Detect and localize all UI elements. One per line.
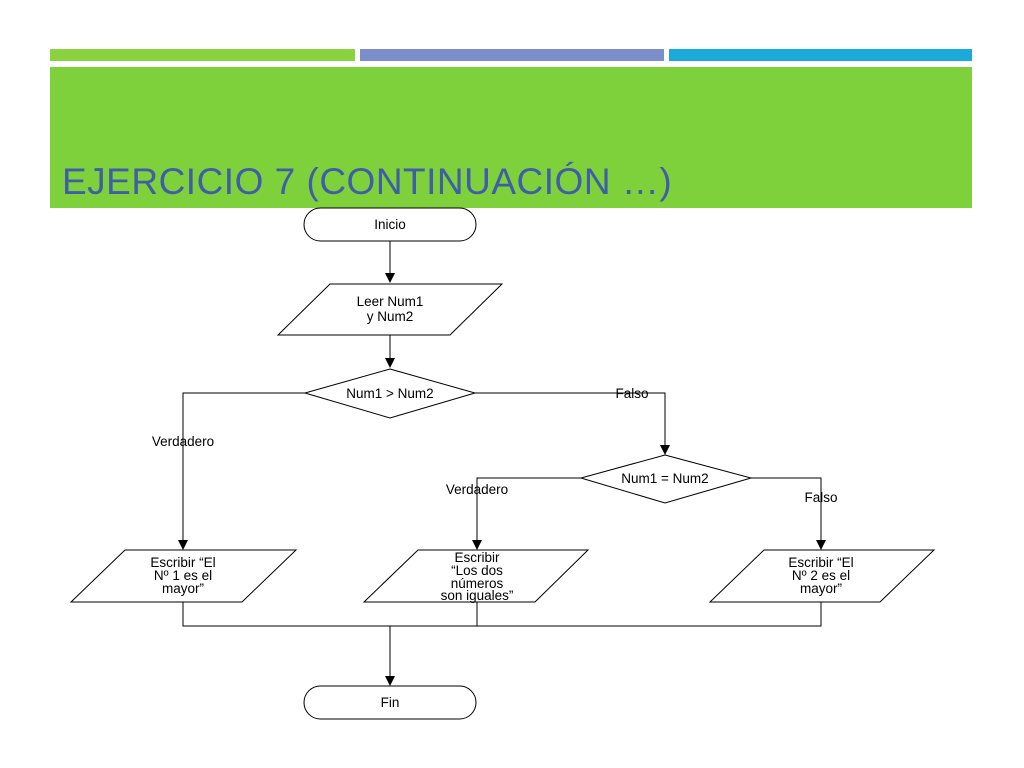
decision-2: Num1 = Num2 <box>579 454 753 504</box>
accent-stripe-green <box>50 49 355 61</box>
end-label: Fin <box>381 695 400 710</box>
accent-stripe-cyan <box>669 49 972 61</box>
output-equal: Escribir “Los dos números son iguales” <box>362 549 590 603</box>
output-num2-line-1: Escribir “El <box>788 555 853 570</box>
d2-true-label: Verdadero <box>446 482 508 497</box>
output-num1-line-3: mayor” <box>162 581 204 596</box>
connector-d2-false <box>751 477 826 550</box>
d1-false-label: Falso <box>615 386 648 401</box>
start-terminal-shape <box>303 207 477 242</box>
start-label: Inicio <box>374 217 406 232</box>
title-band <box>50 67 972 208</box>
output-num2-line-3: mayor” <box>800 581 842 596</box>
decision-1-label: Num1 > Num2 <box>346 386 433 401</box>
output-num2-greater: Escribir “El Nº 2 es el mayor” <box>708 549 936 603</box>
connector-d1-false <box>475 392 670 455</box>
accent-stripe-blue <box>360 49 664 61</box>
connector-out-equal-down <box>390 602 478 627</box>
d1-true-label: Verdadero <box>152 434 214 449</box>
decision-1-shape <box>303 368 477 419</box>
read-label-line-1: Leer Num1 <box>357 294 424 309</box>
output-num2-shape <box>708 549 936 603</box>
decision-1: Num1 > Num2 <box>303 368 477 419</box>
connectors <box>178 241 826 686</box>
decision-2-label: Num1 = Num2 <box>621 471 708 486</box>
connector-out-1-down <box>182 602 390 627</box>
start-terminal: Inicio <box>303 207 477 242</box>
read-input-box: Leer Num1 y Num2 <box>276 283 504 336</box>
read-label-line-2: y Num2 <box>367 309 414 324</box>
d2-false-label: Falso <box>804 490 837 505</box>
end-terminal: Fin <box>303 685 477 720</box>
output-num1-line-2: Nº 1 es el <box>154 568 212 583</box>
output-num2-line-2: Nº 2 es el <box>792 568 850 583</box>
output-num1-shape <box>69 549 298 603</box>
decision-2-shape <box>579 454 753 504</box>
slide-title: EJERCICIO 7 (CONTINUACIÓN …) <box>62 161 673 202</box>
read-input-shape <box>276 283 504 336</box>
output-equal-line-2: “Los dos <box>451 563 503 578</box>
output-num1-line-1: Escribir “El <box>150 555 215 570</box>
output-equal-line-4: son iguales” <box>441 588 514 603</box>
output-equal-shape <box>362 549 590 603</box>
connector-d1-true <box>178 392 305 550</box>
output-equal-line-1: Escribir <box>454 550 500 565</box>
connector-out-2-down <box>390 602 822 627</box>
output-num1-greater: Escribir “El Nº 1 es el mayor” <box>69 549 298 603</box>
output-equal-line-3: números <box>451 576 504 591</box>
end-terminal-shape <box>303 685 477 720</box>
connector-d2-true <box>472 477 581 550</box>
